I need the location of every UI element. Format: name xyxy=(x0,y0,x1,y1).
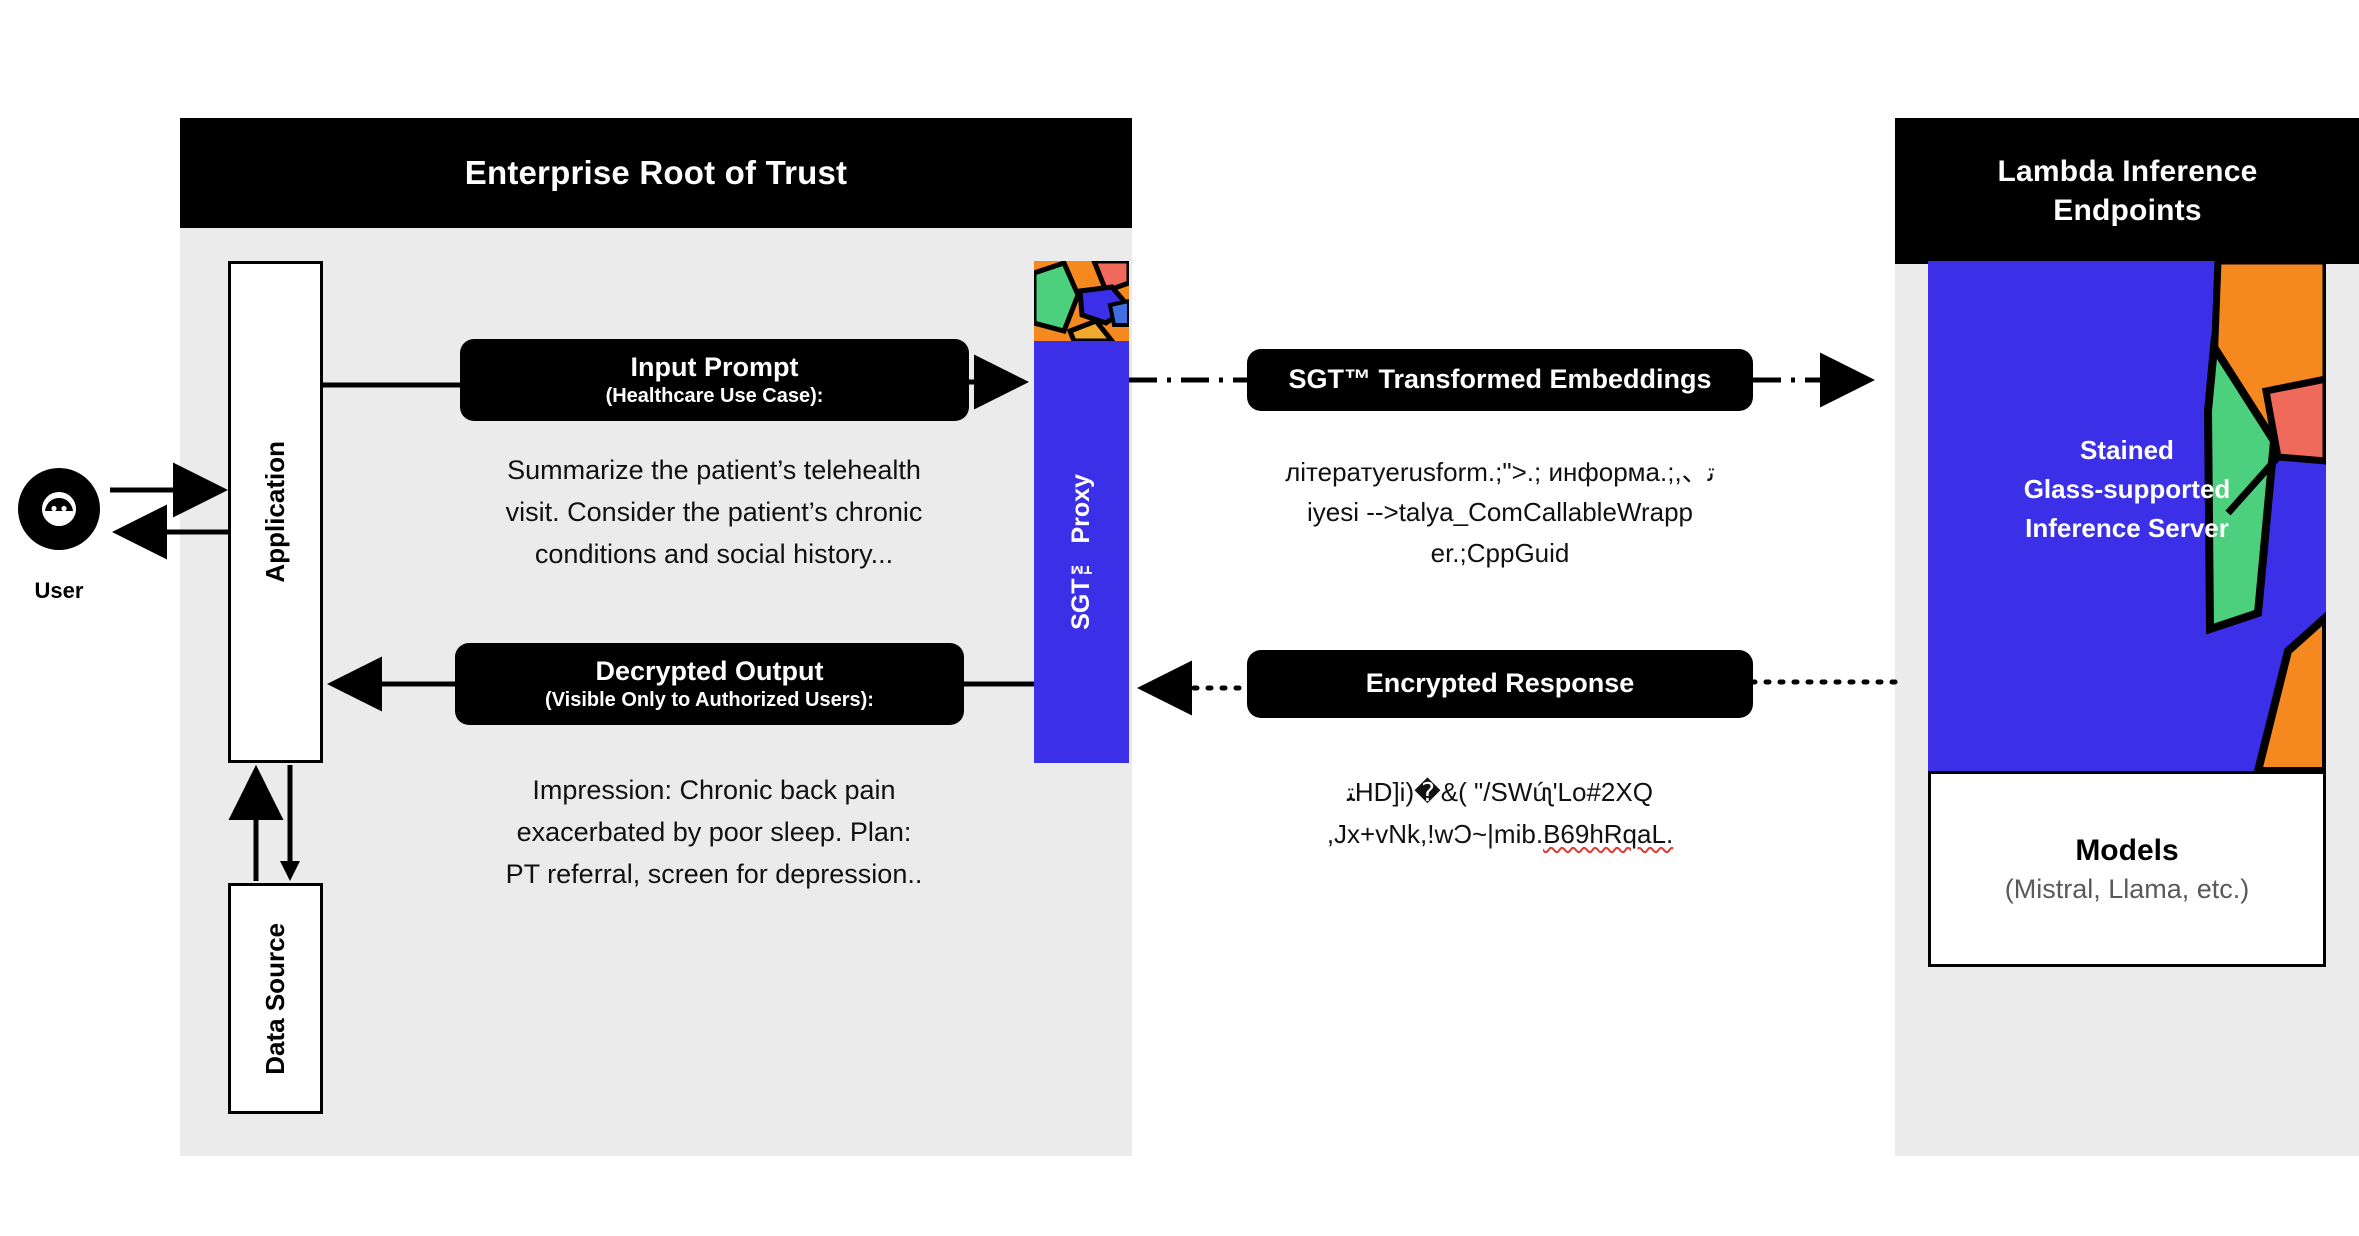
input-prompt-body: Summarize the patient’s telehealth visit… xyxy=(440,450,988,576)
models-subtitle: (Mistral, Llama, etc.) xyxy=(2004,873,2250,904)
models-title: Models xyxy=(2075,833,2179,867)
sgt-proxy-glass-header xyxy=(1034,261,1129,341)
transformed-embeddings-title: SGT™ Transformed Embeddings xyxy=(1288,364,1712,395)
application-to-input-prompt-connector xyxy=(323,382,463,388)
encrypted-response-body-line2: ,Jx+vNk,!wƆ~|mib.B69hRqaL. xyxy=(1235,814,1765,856)
input-prompt-box[interactable]: Input Prompt (Healthcare Use Case): xyxy=(460,339,969,421)
transformed-embeddings-box[interactable]: SGT™ Transformed Embeddings xyxy=(1247,349,1753,411)
enterprise-root-of-trust-title: Enterprise Root of Trust xyxy=(464,154,848,191)
data-source-label: Data Source xyxy=(260,922,290,1075)
encrypted-response-body-line2-plain: ,Jx+vNk,!wƆ~|mib. xyxy=(1326,818,1544,849)
lambda-header-line1: Lambda Inference xyxy=(1997,155,2258,188)
transformed-embeddings-body: літератyerusform.;">.; информа.;,、ﺗ iyes… xyxy=(1235,452,1765,573)
encrypted-response-title: Encrypted Response xyxy=(1365,668,1635,699)
inference-server-label-line1: Stained xyxy=(2080,435,2174,465)
embeddings-body-line3: er.;CppGuid xyxy=(1430,537,1570,568)
data-source-box[interactable]: Data Source xyxy=(228,883,323,1114)
encrypted-response-body-line1: ﺘHD]i)�&( "/SWúʅ'Lo#2XQ xyxy=(1347,777,1653,807)
user-label: User xyxy=(34,578,84,603)
user-to-application-connector xyxy=(110,462,228,560)
application-data-source-connector xyxy=(228,765,300,881)
decrypted-output-body-line2: exacerbated by poor sleep. Plan: xyxy=(516,816,912,847)
decrypted-output-to-application-connector xyxy=(327,656,463,712)
models-box[interactable]: Models (Mistral, Llama, etc.) xyxy=(1928,771,2326,967)
decrypted-output-subtitle: (Visible Only to Authorized Users): xyxy=(545,688,874,711)
enterprise-root-of-trust-panel xyxy=(180,118,1132,1156)
sgt-proxy-to-decrypted-output-connector xyxy=(964,681,1040,687)
decrypted-output-box[interactable]: Decrypted Output (Visible Only to Author… xyxy=(455,643,964,725)
embeddings-body-line1: літератyerusform.;">.; информа.;,、ﺗ xyxy=(1285,457,1715,487)
encrypted-response-box[interactable]: Encrypted Response xyxy=(1247,650,1753,718)
sgt-proxy-label: SGT™ Proxy xyxy=(1067,474,1095,630)
input-prompt-to-sgt-proxy-connector xyxy=(969,354,1029,410)
encrypted-response-body: ﺘHD]i)�&( "/SWúʅ'Lo#2XQ ,Jx+vNk,!wƆ~|mib… xyxy=(1235,772,1765,855)
encrypted-response-to-sgt-proxy-connector xyxy=(1137,660,1256,716)
sgt-proxy-to-embeddings-connector xyxy=(1129,377,1249,383)
embeddings-body-line2: iyesi -->talya_ComCallableWrapp xyxy=(1306,497,1694,528)
inference-server-label: Stained Glass-supported Inference Server xyxy=(1928,431,2326,548)
lambda-header-line2: Endpoints xyxy=(2053,194,2202,227)
input-prompt-title: Input Prompt xyxy=(630,352,799,383)
input-prompt-body-line3: conditions and social history... xyxy=(534,538,894,569)
user-avatar-icon[interactable] xyxy=(18,468,100,550)
decrypted-output-body: Impression: Chronic back pain exacerbate… xyxy=(440,770,988,896)
input-prompt-subtitle: (Healthcare Use Case): xyxy=(605,384,824,407)
decrypted-output-body-line1: Impression: Chronic back pain xyxy=(532,775,896,805)
encrypted-response-spellcheck-text: B69hRqaL. xyxy=(1543,818,1674,849)
input-prompt-body-line1: Summarize the patient’s telehealth xyxy=(507,455,921,485)
input-prompt-body-line2: visit. Consider the patient’s chronic xyxy=(505,496,923,527)
decrypted-output-body-line3: PT referral, screen for depression.. xyxy=(505,858,923,889)
enterprise-root-of-trust-header: Enterprise Root of Trust xyxy=(180,118,1132,228)
endpoints-to-encrypted-response-connector xyxy=(1750,679,1898,685)
stained-glass-inference-server[interactable]: Stained Glass-supported Inference Server xyxy=(1928,261,2326,771)
inference-server-label-line3: Inference Server xyxy=(2025,513,2229,543)
inference-server-label-line2: Glass-supported xyxy=(2023,474,2231,504)
embeddings-to-endpoints-connector xyxy=(1753,352,1875,408)
application-label: Application xyxy=(260,441,290,583)
sgt-proxy-bar[interactable]: SGT™ Proxy xyxy=(1034,341,1129,763)
lambda-inference-endpoints-header: Lambda Inference Endpoints xyxy=(1895,118,2359,264)
application-box[interactable]: Application xyxy=(228,261,323,763)
decrypted-output-title: Decrypted Output xyxy=(595,656,824,687)
